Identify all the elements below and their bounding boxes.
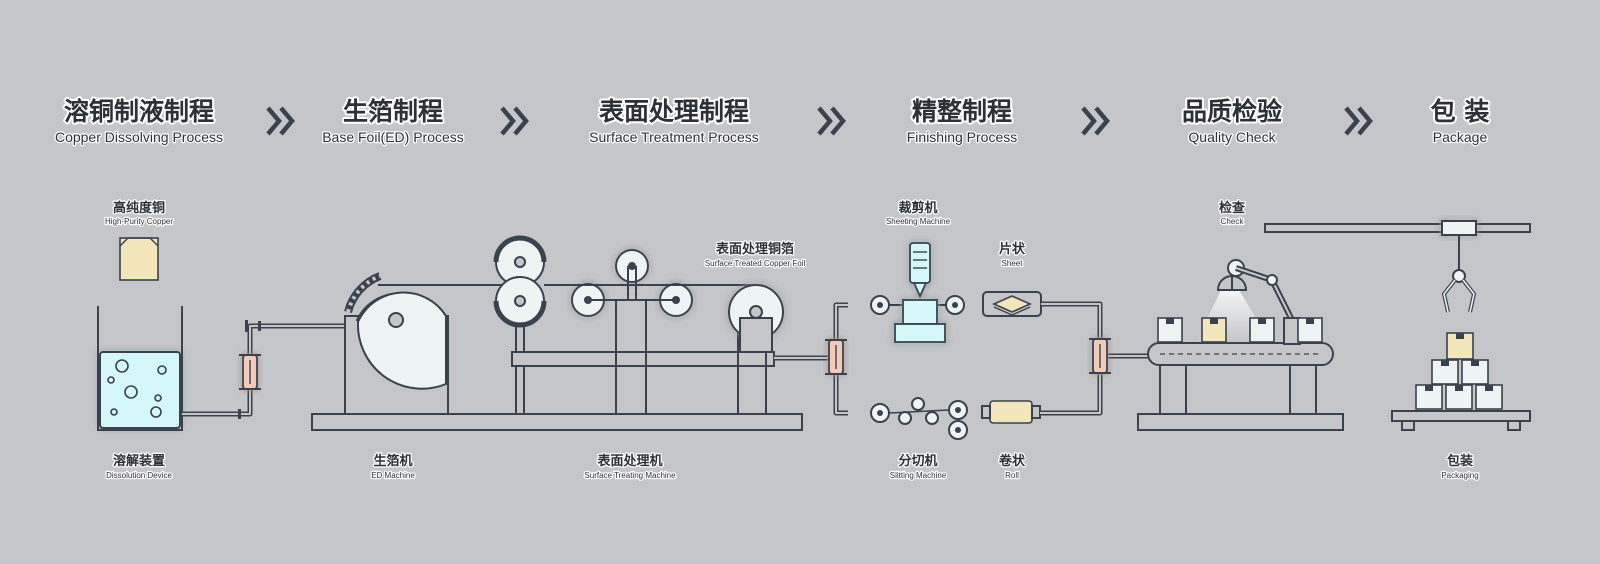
valve-icon [239, 354, 261, 390]
step-title: 溶铜制液制程 [64, 97, 214, 126]
reel-icon [493, 235, 547, 328]
label-check: 检查 Check [1218, 199, 1248, 228]
surface-treating-machine [493, 235, 784, 414]
chevron-double-right-icon [817, 106, 846, 136]
svg-text:片状: 片状 [999, 241, 1026, 257]
step-title: 表面处理制程 [599, 97, 749, 126]
svg-text:Surface Treated Copper Foil: Surface Treated Copper Foil [705, 259, 806, 268]
svg-text:High-Purity Copper: High-Purity Copper [105, 217, 173, 226]
step-subtitle: Copper Dissolving Process [55, 129, 223, 145]
step-subtitle: Surface Treatment Process [589, 129, 759, 145]
step-base-foil: 生箔制程 Base Foil(ED) Process [321, 95, 465, 146]
label-ed-machine: 生箔机 ED Machine [370, 452, 417, 482]
roll-icon [981, 400, 1041, 424]
gripper-claw-icon [1441, 269, 1477, 313]
chevron-double-right-icon [500, 106, 529, 136]
svg-text:Dissolution Device: Dissolution Device [106, 471, 172, 480]
svg-text:高纯度铜: 高纯度铜 [113, 200, 165, 216]
svg-text:Surface Treating Machine: Surface Treating Machine [584, 471, 676, 480]
slitting-machine [870, 397, 968, 440]
ed-machine [311, 272, 803, 431]
svg-text:Slitting Machine: Slitting Machine [890, 471, 947, 480]
label-high-purity-copper: 高纯度铜 High-Purity Copper [104, 199, 175, 228]
step-title: 生箔制程 [343, 97, 443, 126]
svg-text:Packaging: Packaging [1441, 471, 1478, 480]
svg-text:包装: 包装 [1447, 453, 1473, 469]
chevron-double-right-icon [266, 106, 295, 136]
step-title: 品质检验 [1182, 97, 1282, 126]
label-packaging: 包装 Packaging [1440, 452, 1480, 482]
gantry-rail [1264, 220, 1531, 270]
label-surface-treated-foil: 表面处理铜箔 Surface Treated Copper Foil [704, 240, 807, 270]
sheet-stack-icon [982, 291, 1042, 317]
svg-text:裁剪机: 裁剪机 [898, 200, 937, 216]
step-copper-dissolving: 溶铜制液制程 Copper Dissolving Process [54, 95, 225, 146]
valve-icon [825, 339, 847, 375]
label-sheet: 片状 Sheet [998, 240, 1028, 270]
svg-text:Sheet: Sheet [1002, 259, 1024, 268]
svg-text:卷状: 卷状 [999, 453, 1026, 469]
svg-text:ED Machine: ED Machine [371, 471, 415, 480]
pipe [182, 320, 345, 419]
conveyor [1137, 342, 1344, 431]
label-slitting-machine: 分切机 Slitting Machine [889, 452, 949, 482]
step-title: 精整制程 [912, 97, 1012, 126]
svg-text:生箔机: 生箔机 [373, 453, 412, 469]
robot-arm-icon [1216, 259, 1301, 345]
step-quality-check: 品质检验 Quality Check [1180, 95, 1284, 146]
step-subtitle: Quality Check [1188, 129, 1276, 145]
svg-text:表面处理铜箔: 表面处理铜箔 [715, 241, 794, 257]
pallet-boxes [1391, 332, 1531, 431]
step-finishing: 精整制程 Finishing Process [906, 95, 1019, 146]
label-roll: 卷状 Roll [998, 452, 1028, 482]
chevron-double-right-icon [1344, 106, 1373, 136]
svg-text:Sheeting Machine: Sheeting Machine [886, 217, 951, 226]
chevron-double-right-icon [1081, 106, 1110, 136]
label-surface-treating-machine: 表面处理机 Surface Treating Machine [583, 452, 677, 482]
step-surface-treatment: 表面处理制程 Surface Treatment Process [588, 95, 760, 146]
step-package: 包 装 Package [1429, 95, 1492, 146]
svg-text:Roll: Roll [1005, 471, 1019, 480]
step-subtitle: Finishing Process [907, 129, 1018, 145]
label-dissolution-device: 溶解装置 Dissolution Device [105, 452, 174, 482]
step-subtitle: Base Foil(ED) Process [322, 129, 464, 145]
svg-text:检查: 检查 [1219, 200, 1246, 216]
svg-text:溶解装置: 溶解装置 [113, 453, 165, 469]
valve-icon [1089, 338, 1111, 374]
step-title: 包 装 [1431, 97, 1490, 126]
label-sheeting-machine: 裁剪机 Sheeting Machine [885, 199, 952, 228]
step-subtitle: Package [1433, 129, 1488, 145]
sheeting-machine [870, 242, 965, 343]
svg-text:Check: Check [1221, 217, 1245, 226]
svg-text:分切机: 分切机 [898, 453, 937, 469]
copper-block-icon [119, 237, 159, 281]
package-box-icon [1157, 317, 1323, 343]
svg-text:表面处理机: 表面处理机 [596, 453, 662, 469]
dissolution-tank [97, 306, 183, 431]
